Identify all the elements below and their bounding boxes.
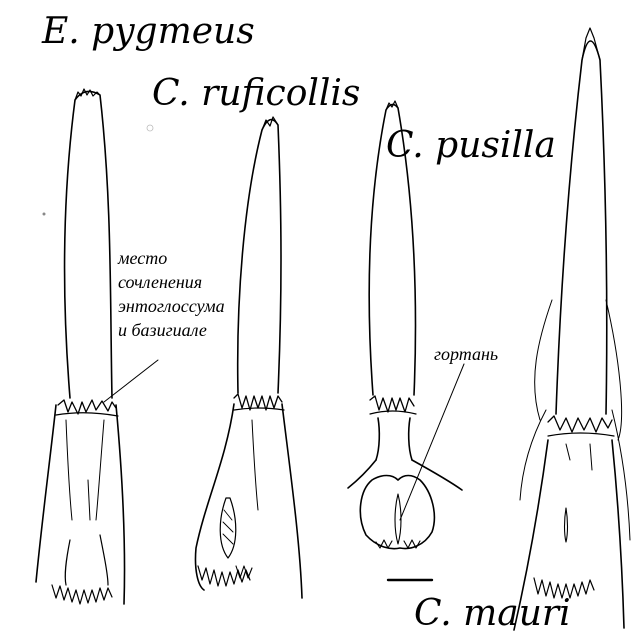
flare-right [412,460,462,490]
hyoid-left-edge [195,404,234,590]
tongue-tip [582,28,600,60]
hyoid-right-edge [612,440,624,628]
label-e-pygmeus: E. pygmeus [42,14,255,50]
sheath-left [520,300,552,500]
label-c-ruficollis: C. ruficollis [152,76,360,112]
neck-right [409,418,412,460]
annotation-larynx: гортань [434,342,498,366]
basal-spines [198,566,250,586]
joint-serration [548,416,612,432]
larynx-lobes [360,476,434,549]
small-rib [88,480,90,520]
tongue-e-pygmeus [36,89,125,604]
tongue-c-mauri [514,28,630,630]
joint-serration [58,400,116,414]
smudge [147,125,153,131]
tongue-blade [556,41,607,414]
larynx-hatching [223,510,233,544]
smudge [43,213,46,216]
joint-band [56,413,118,416]
tongue-blade [238,120,281,393]
larynx-slit [565,508,568,542]
hyoid-right-edge [116,405,125,604]
hyoid-inner-right [96,420,104,520]
neck-left [376,418,379,460]
hyoid-inner [252,420,258,510]
basal-pad [65,535,108,585]
joint-serration [370,396,414,412]
basal-spines [52,585,112,604]
annotation-joint-line-2: сочленения [118,270,225,294]
hyoid-inner [566,444,592,470]
annotation-joint: место сочленения энтоглоссума и базигиал… [118,246,225,342]
larynx-slit [220,498,236,558]
label-c-pusilla: C. pusilla [386,128,556,164]
joint-band [548,433,614,436]
joint-band [370,411,416,414]
hyoid-right-edge [282,404,302,598]
label-c-mauri: C. mauri [414,596,571,632]
annotation-joint-line-1: место [118,246,225,270]
flare-left [348,460,376,488]
hyoid-left-edge [36,405,56,582]
tongue-blade [65,91,112,398]
tongue-tip [75,89,100,100]
tongue-c-ruficollis [195,117,302,598]
annotation-joint-line-3: энтоглоссума [118,294,225,318]
hyoid-inner-left [66,420,72,520]
annotation-joint-line-4: и базигиале [118,318,225,342]
